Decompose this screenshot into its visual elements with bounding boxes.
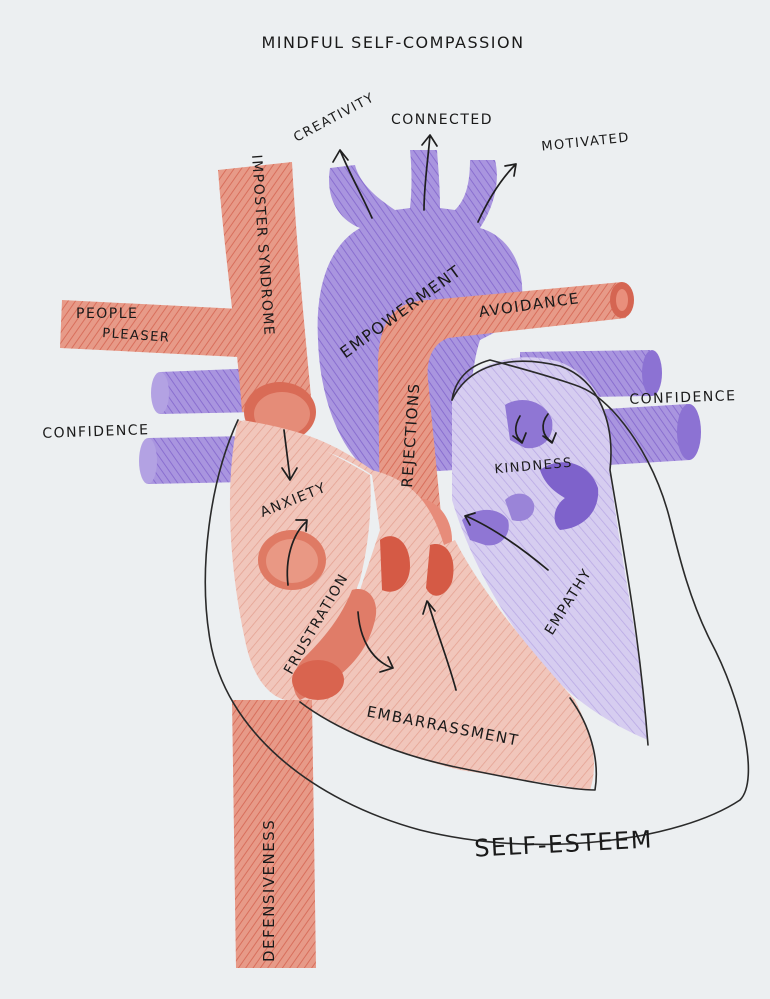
label-confidence-right: CONFIDENCE [629, 388, 737, 408]
label-motivated: MOTIVATED [541, 130, 631, 154]
label-connected: CONNECTED [391, 112, 493, 128]
label-people-pleaser-line1: PEOPLE [76, 306, 138, 322]
left-pulmonary-vein-lower-end [139, 438, 157, 484]
label-self-esteem: SELF-ESTEEM [474, 825, 654, 862]
label-creativity: CREATIVITY [291, 90, 377, 145]
right-pulmonary-vein-lower-end [677, 404, 701, 460]
diagram-title: MINDFUL SELF-COMPASSION [261, 33, 524, 52]
label-defensiveness: DEFENSIVENESS [260, 819, 278, 962]
left-pulmonary-vein-upper-end [151, 372, 169, 414]
right-pulmonary-vein-upper-end [642, 350, 662, 396]
avoidance-vessel-end-inner [616, 289, 628, 311]
label-confidence-left: CONFIDENCE [42, 422, 150, 442]
